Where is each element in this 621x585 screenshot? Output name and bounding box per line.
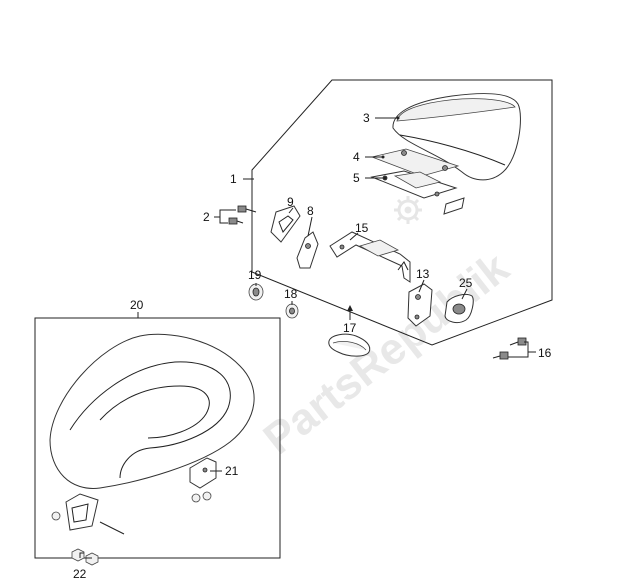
callout-20: 20 <box>130 298 144 312</box>
callout-2: 2 <box>203 210 210 224</box>
mount-bracket-part <box>189 457 217 503</box>
assembly-outline-1 <box>251 79 553 346</box>
callout-19: 19 <box>248 268 262 282</box>
callout-labels: 1 2 3 4 5 8 9 13 15 16 17 18 19 20 21 22… <box>73 111 552 581</box>
callout-15: 15 <box>355 221 369 235</box>
callout-9: 9 <box>287 195 294 209</box>
callout-17: 17 <box>343 321 357 335</box>
bolt-part-2 <box>228 205 257 225</box>
watermark-gear-icon <box>394 196 422 224</box>
callout-13: 13 <box>416 267 430 281</box>
hook-part <box>51 493 125 535</box>
callout-25: 25 <box>459 276 473 290</box>
leader-lines <box>79 116 536 559</box>
nut-part-22 <box>71 548 99 566</box>
watermark-text: PartsRepublik <box>255 243 519 464</box>
hinge-plate-part <box>296 231 319 269</box>
callout-18: 18 <box>284 287 298 301</box>
callout-4: 4 <box>353 150 360 164</box>
bushing-part-18 <box>285 303 299 319</box>
seat-cover-part <box>49 333 255 489</box>
rubber-pad-part <box>270 205 301 243</box>
seat-cushion-part <box>392 93 521 181</box>
callout-3: 3 <box>363 111 370 125</box>
assembly-outline-20 <box>34 317 281 559</box>
callout-16: 16 <box>538 346 552 360</box>
callout-5: 5 <box>353 171 360 185</box>
bushing-part-19 <box>248 283 264 301</box>
callout-1: 1 <box>230 172 237 186</box>
seat-plate-part <box>370 148 460 177</box>
lens-part <box>328 333 371 357</box>
callout-8: 8 <box>307 204 314 218</box>
screw-part-16 <box>492 337 527 360</box>
callout-22: 22 <box>73 567 87 581</box>
bracket-part <box>329 231 411 283</box>
latch-part <box>407 283 433 327</box>
cover-cap-part <box>444 293 474 324</box>
callout-21: 21 <box>225 464 239 478</box>
